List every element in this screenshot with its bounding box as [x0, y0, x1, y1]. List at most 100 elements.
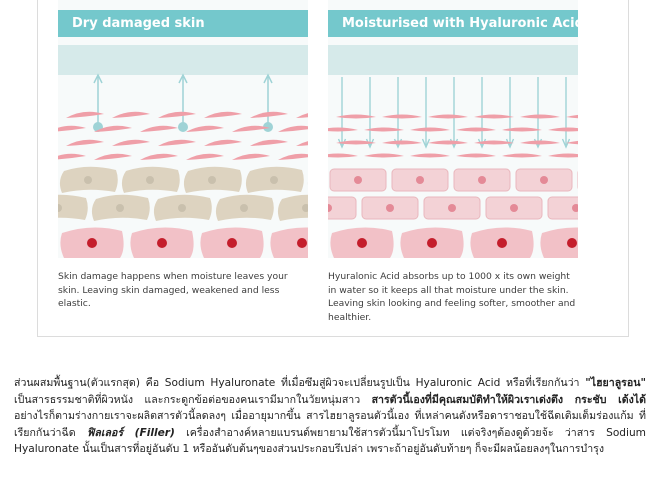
collagen-fiber — [58, 125, 86, 132]
collagen-fiber — [548, 153, 578, 158]
collagen-fiber — [410, 153, 450, 158]
collagen-fiber — [428, 140, 468, 145]
moisture-droplet — [263, 122, 273, 132]
cell-nucleus — [270, 176, 278, 184]
collagen-fiber — [428, 114, 468, 119]
moisture-droplet — [178, 122, 188, 132]
arrow-head — [263, 73, 273, 84]
collagen-fiber — [382, 140, 422, 145]
collagen-fiber — [410, 127, 450, 132]
collagen-fiber — [336, 140, 376, 145]
article-paragraph: ส่วนผสมพื้นฐาน(ตัวแรกสุด) คือ Sodium Hya… — [14, 375, 646, 458]
skin-cell — [277, 194, 308, 221]
moisturised-skin-illustration — [328, 45, 578, 258]
article-highlight-property: สารตัวนี้เองที่มีคุณสมบัติทำให้ผิวเราเด่… — [371, 393, 646, 406]
cell-nucleus — [328, 204, 332, 212]
deep-cell-nucleus — [157, 238, 167, 248]
dry-skin-panel: Dry damaged skin — [58, 0, 308, 258]
cell-nucleus — [58, 204, 62, 212]
collagen-fiber — [186, 125, 224, 132]
collagen-fiber — [250, 139, 288, 146]
dry-skin-illustration — [58, 45, 308, 258]
collagen-fiber — [502, 127, 542, 132]
moisturised-skin-caption: Hyuralonic Acid absorbs up to 1000 x its… — [328, 271, 576, 323]
collagen-fiber — [474, 114, 514, 119]
collagen-fiber — [456, 127, 496, 132]
article-text-4: เครื่องสำอางค์หลายแบรนด์พยายามใช้สารตัวน… — [14, 426, 647, 456]
collagen-fiber — [94, 153, 132, 160]
cell-nucleus — [116, 204, 124, 212]
collagen-fiber — [566, 114, 578, 119]
skin-cell — [328, 196, 357, 220]
collagen-fiber — [66, 111, 104, 118]
surface-band — [328, 45, 578, 75]
deep-skin-cell — [540, 227, 578, 258]
cell-nucleus — [208, 176, 216, 184]
collagen-fiber — [232, 125, 270, 132]
collagen-fiber — [382, 114, 422, 119]
cell-nucleus — [84, 176, 92, 184]
deep-cell-nucleus — [357, 238, 367, 248]
surface-band — [58, 45, 308, 75]
dry-skin-caption: Skin damage happens when moisture leaves… — [58, 271, 288, 309]
deep-cell-nucleus — [497, 238, 507, 248]
collagen-fiber — [548, 127, 578, 132]
collagen-fiber — [158, 139, 196, 146]
skin-cell — [547, 196, 578, 220]
collagen-fiber — [328, 127, 358, 132]
article-text-3: อย่างไรก็ตามร่างกายเราจะผลิตสารตัวนี้ลดล… — [14, 410, 646, 439]
deep-cell-nucleus — [297, 238, 307, 248]
collagen-fiber — [112, 111, 150, 118]
deep-cell-nucleus — [87, 238, 97, 248]
cell-nucleus — [572, 204, 578, 212]
collagen-fiber — [112, 139, 150, 146]
cell-nucleus — [510, 204, 518, 212]
cell-nucleus — [354, 176, 362, 184]
arrow-head — [505, 138, 515, 149]
collagen-fiber — [94, 125, 132, 132]
collagen-fiber — [296, 141, 308, 146]
cell-nucleus — [540, 176, 548, 184]
cell-nucleus — [478, 176, 486, 184]
arrow-head — [178, 73, 188, 84]
dry-skin-panel-title: Dry damaged skin — [58, 10, 308, 37]
collagen-fiber — [474, 140, 514, 145]
article-text-2: เป็นสารธรรมชาติที่ผิวหนัง และกระดูกข้อต่… — [14, 393, 372, 406]
collagen-fiber — [520, 140, 560, 145]
arrow-head — [93, 73, 103, 84]
cell-nucleus — [240, 204, 248, 212]
collagen-fiber — [296, 113, 308, 118]
article-highlight-filler: ฟิลเลอร์ (Filler) — [86, 426, 175, 439]
collagen-fiber — [140, 153, 178, 160]
collagen-fiber — [566, 140, 578, 145]
collagen-fiber — [158, 111, 196, 118]
collagen-fiber — [336, 114, 376, 119]
deep-cell-nucleus — [227, 238, 237, 248]
collagen-fiber — [186, 153, 224, 160]
moisturised-skin-panel-title: Moisturised with Hyaluronic Acid — [328, 10, 578, 37]
collagen-fiber — [66, 139, 104, 146]
article-highlight-hyaluron: "ไฮยาลูรอน" — [585, 377, 646, 389]
collagen-fiber — [520, 114, 560, 119]
collagen-fiber — [204, 139, 242, 146]
collagen-fiber — [204, 111, 242, 118]
collagen-fiber — [456, 153, 496, 158]
collagen-fiber — [232, 153, 270, 160]
cell-nucleus — [448, 204, 456, 212]
collagen-fiber — [364, 153, 404, 158]
collagen-fiber — [364, 127, 404, 132]
deep-cell-nucleus — [427, 238, 437, 248]
article-text-1: ส่วนผสมพื้นฐาน(ตัวแรกสุด) คือ Sodium Hya… — [14, 377, 586, 389]
skin-cell — [58, 194, 88, 220]
cell-nucleus — [416, 176, 424, 184]
collagen-fiber — [58, 153, 86, 160]
skin-diagram-figure: Dry damaged skin Moisturised with Hyalur… — [37, 0, 629, 337]
arrow-head — [421, 138, 431, 149]
collagen-fiber — [502, 153, 542, 158]
deep-cell-nucleus — [567, 238, 577, 248]
moisturised-skin-panel: Moisturised with Hyaluronic Acid — [328, 0, 578, 258]
collagen-fiber — [140, 125, 178, 132]
collagen-fiber — [278, 125, 308, 132]
arrow-head — [561, 138, 571, 149]
collagen-fiber — [278, 153, 308, 160]
